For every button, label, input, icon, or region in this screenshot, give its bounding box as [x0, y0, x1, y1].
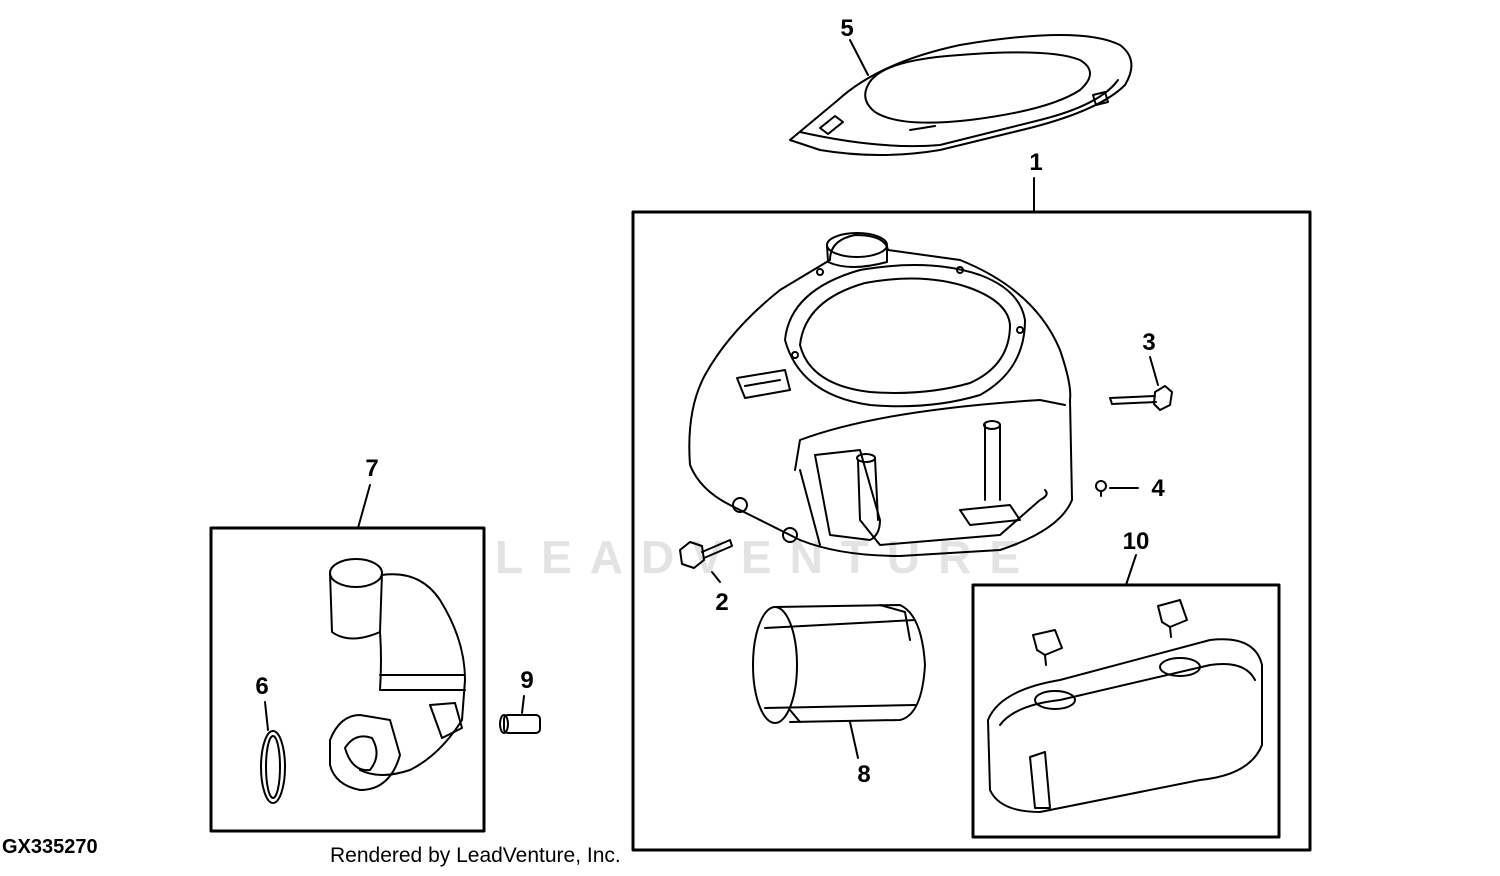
part-5-cover-gasket[interactable]	[789, 34, 1133, 156]
callout-9: 9	[520, 667, 533, 694]
leader-8	[849, 721, 859, 759]
callout-8: 8	[857, 761, 870, 788]
callout-1: 1	[1029, 149, 1042, 176]
callout-5: 5	[840, 15, 853, 42]
group-box-7	[209, 526, 486, 833]
figure-id: GX335270	[2, 836, 98, 858]
callout-3: 3	[1142, 329, 1155, 356]
part-1-blower-housing[interactable]	[688, 232, 1073, 557]
callout-2: 2	[715, 589, 728, 616]
part-4-screw[interactable]	[1095, 480, 1107, 497]
leader-9	[521, 695, 525, 714]
leader-2	[711, 571, 721, 583]
leader-7	[357, 484, 371, 529]
part-10-cover[interactable]	[987, 599, 1263, 813]
leader-10	[1125, 554, 1137, 586]
part-2-bolt[interactable]	[679, 539, 733, 569]
part-6-o-ring[interactable]	[260, 730, 286, 804]
part-8-air-filter[interactable]	[752, 604, 926, 724]
part-7-elbow-duct[interactable]	[329, 558, 466, 791]
leader-6	[264, 701, 269, 731]
render-credit: Rendered by LeadVenture, Inc.	[330, 844, 621, 867]
callout-6: 6	[255, 673, 268, 700]
callout-7: 7	[365, 455, 378, 482]
leader-5	[849, 39, 869, 76]
group-box-1	[631, 210, 1312, 852]
leader-3	[1149, 356, 1159, 386]
callout-10: 10	[1123, 528, 1150, 555]
callout-4: 4	[1151, 475, 1165, 502]
part-9-sleeve[interactable]	[499, 714, 541, 734]
part-3-shoulder-bolt[interactable]	[1109, 385, 1173, 411]
